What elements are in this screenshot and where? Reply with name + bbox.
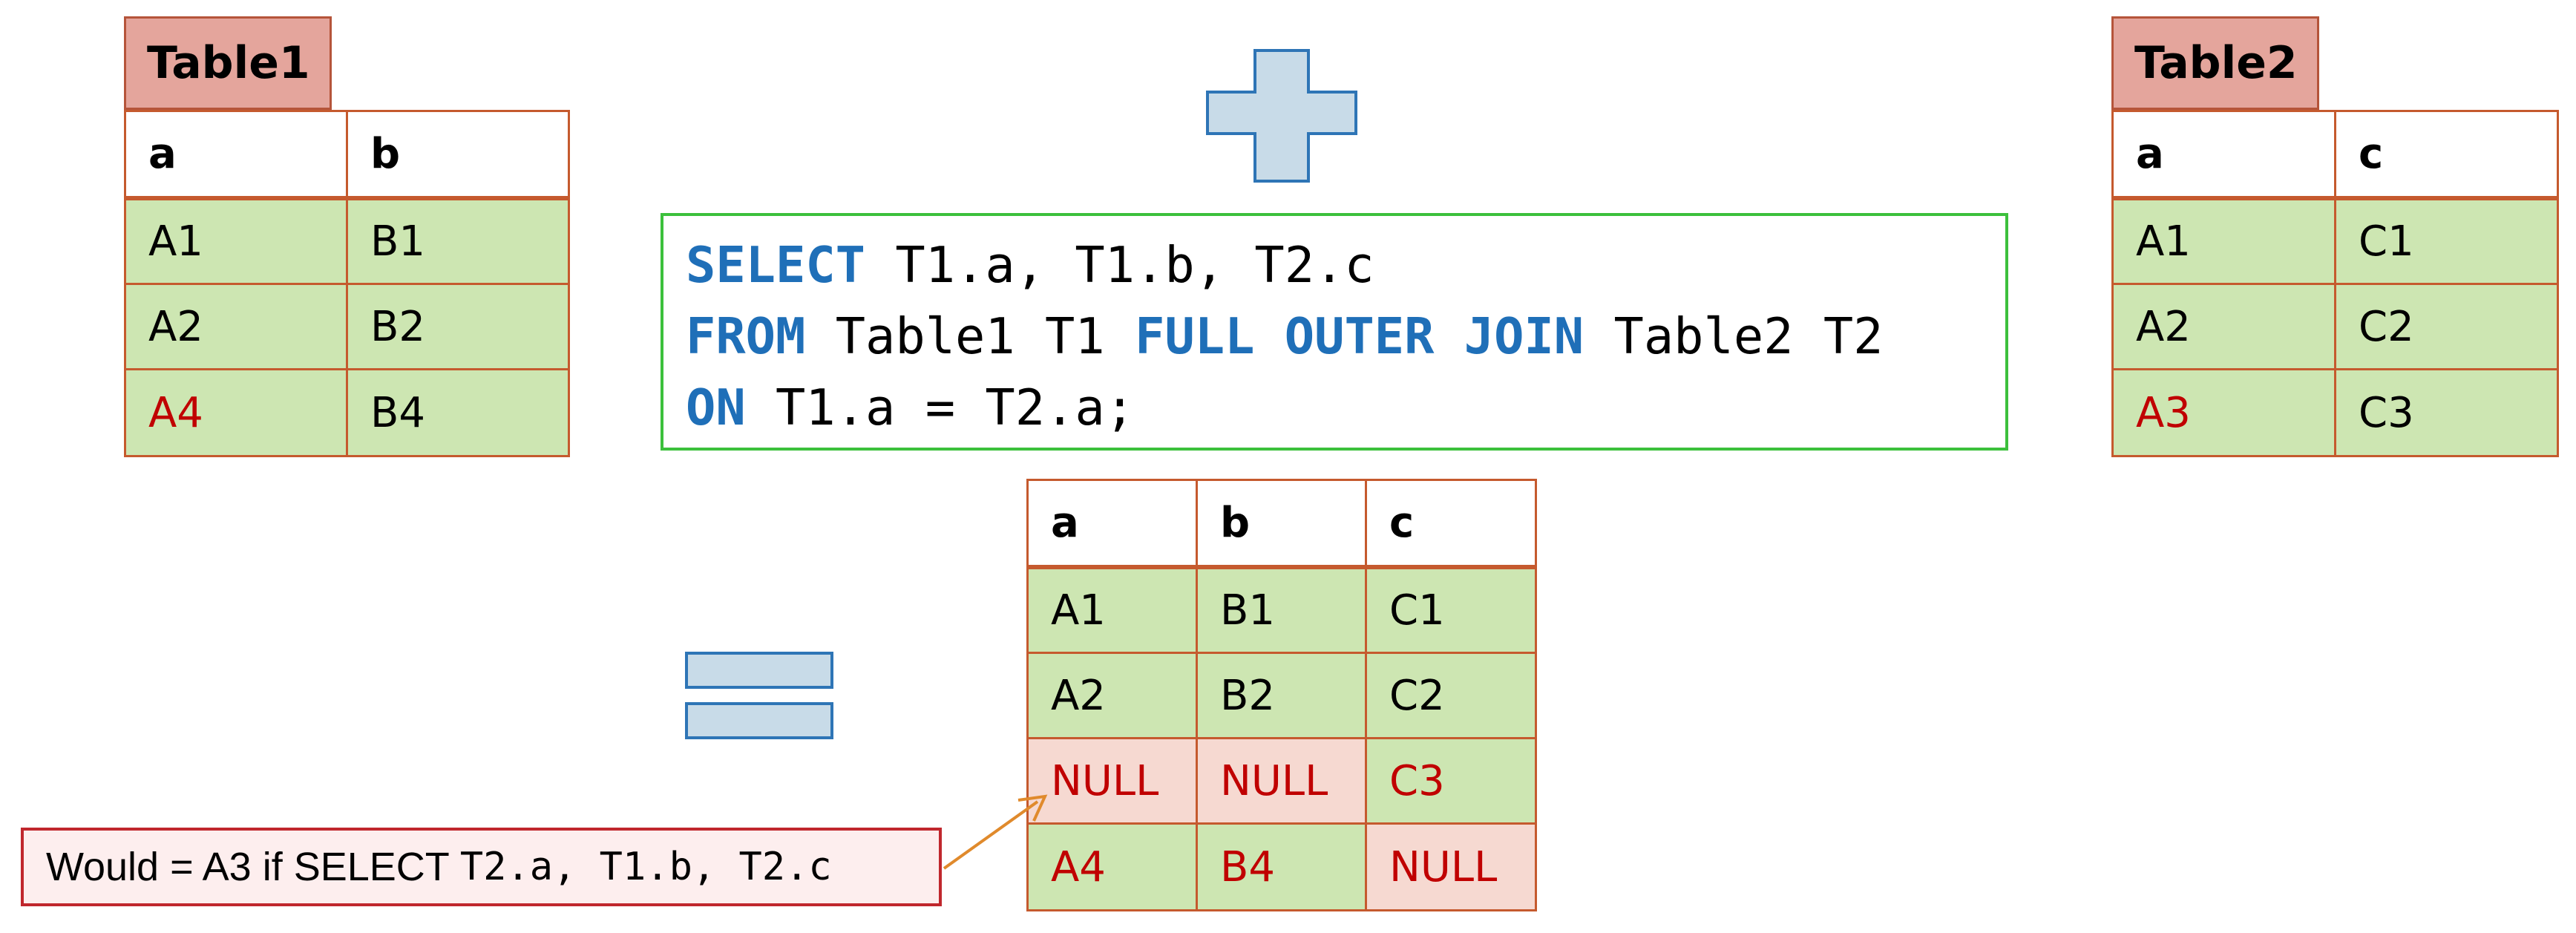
table2-cell: A1 [2111,198,2336,285]
table2-cell: C3 [2334,368,2559,457]
sql-from-table: Table1 T1 [805,307,1135,365]
result-header-a: a [1026,479,1198,567]
sql-select-columns: T1.a, T1.b, T2.c [865,236,1374,294]
table2-cell: A3 [2111,368,2336,457]
sql-join-table: Table2 T2 [1584,307,1884,365]
table1-cell: A2 [124,283,348,370]
table2-header-a: a [2111,110,2336,198]
note-text: Would = A3 if SELECT [46,845,460,889]
table2-cell: C1 [2334,198,2559,285]
result-cell: B4 [1196,822,1367,911]
result-cell: A2 [1026,652,1198,739]
result-cell: C1 [1365,567,1537,654]
table1-cell: B4 [346,368,570,457]
sql-keyword-from: FROM [686,307,806,365]
table2-cell: C2 [2334,283,2559,370]
sql-keyword-select: SELECT [686,236,866,294]
sql-keyword-on: ON [686,379,746,436]
result-cell: A1 [1026,567,1198,654]
result-cell: A4 [1026,822,1198,911]
table2-cell: A2 [2111,283,2336,370]
result-cell: B2 [1196,652,1367,739]
result-header-b: b [1196,479,1367,567]
table1-cell: B2 [346,283,570,370]
result-cell-null: NULL [1196,737,1367,825]
result-cell: C2 [1365,652,1537,739]
result-cell: C3 [1365,737,1537,825]
plus-icon [1206,49,1357,183]
sql-join-condition: T1.a = T2.a; [745,379,1135,436]
table1-header-b: b [346,110,570,198]
result-cell: B1 [1196,567,1367,654]
note-code: T2.a, T1.b, T2.c [459,845,832,889]
equals-icon [685,652,833,739]
sql-query-box: SELECT T1.a, T1.b, T2.c FROM Table1 T1 F… [661,213,2008,451]
result-cell-null: NULL [1365,822,1537,911]
result-header-c: c [1365,479,1537,567]
table1-title: Table1 [124,16,332,110]
sql-keyword-join: FULL OUTER JOIN [1135,307,1584,365]
table2-header-c: c [2334,110,2559,198]
annotation-note: Would = A3 if SELECT T2.a, T1.b, T2.c [21,828,942,906]
result-cell-null: NULL [1026,737,1198,825]
table1-cell: A1 [124,198,348,285]
table2-title: Table2 [2111,16,2319,110]
table1-cell: B1 [346,198,570,285]
table1-header-a: a [124,110,348,198]
table1-cell: A4 [124,368,348,457]
